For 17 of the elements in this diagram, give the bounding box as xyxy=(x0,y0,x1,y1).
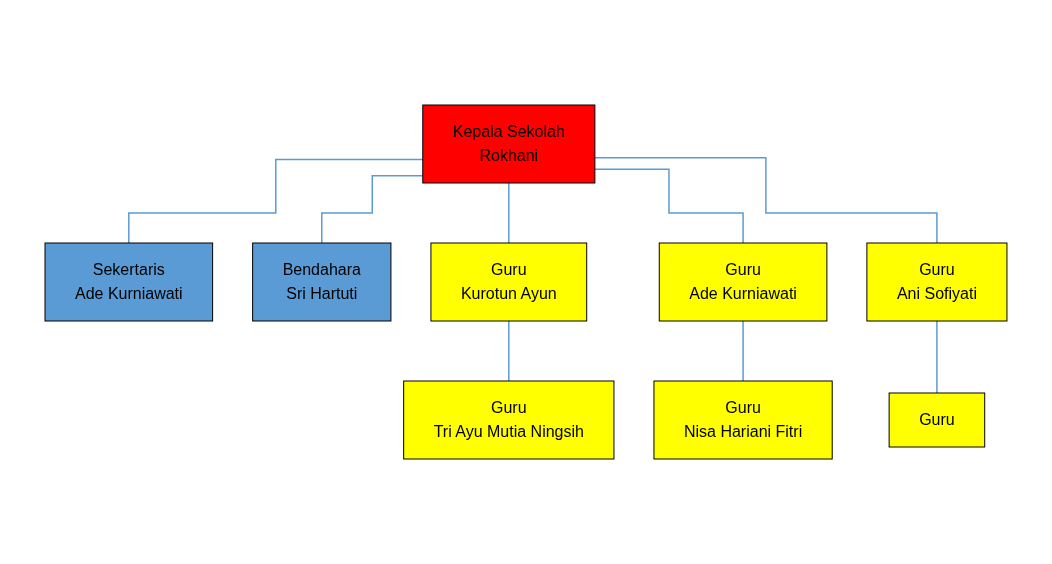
connector xyxy=(508,182,510,244)
node-box: Guru Kurotun Ayun xyxy=(430,242,588,322)
connector xyxy=(936,320,938,394)
node-box: Kepala Sekolah Rokhani xyxy=(422,104,596,184)
connector xyxy=(321,175,424,244)
node-box: Guru Nisa Hariani Fitri xyxy=(653,380,833,460)
node-box: Guru xyxy=(888,392,986,448)
connector xyxy=(594,168,744,244)
node-box: Guru Ade Kurniawati xyxy=(658,242,828,322)
node-box: Sekertaris Ade Kurniawati xyxy=(44,242,214,322)
connector xyxy=(128,158,424,244)
connector xyxy=(508,320,510,382)
node-box: Guru Tri Ayu Mutia Ningsih xyxy=(403,380,615,460)
connector xyxy=(594,157,938,244)
connector xyxy=(742,320,744,382)
node-box: Bendahara Sri Hartuti xyxy=(252,242,392,322)
node-box: Guru Ani Sofiyati xyxy=(866,242,1008,322)
